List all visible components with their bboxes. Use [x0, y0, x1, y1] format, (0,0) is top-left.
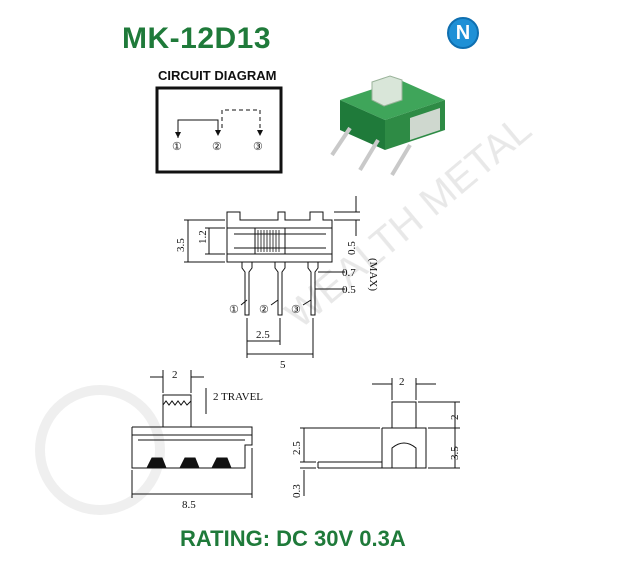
circuit-diagram-label: CIRCUIT DIAGRAM [158, 68, 277, 83]
top-view-dims: 3.5 1.2 0.5 (MAX) 0.7 0.5 2.5 5 ① ② ③ [175, 230, 379, 371]
dim-actuator-note: (MAX) [367, 258, 379, 291]
dim-height-total: 3.5 [175, 238, 187, 252]
top-view-drawing [184, 196, 360, 358]
dim-knob-height: 2 [449, 415, 461, 421]
dim-total-height: 3.5 [449, 446, 461, 460]
dim-pin-width: 0.7 [342, 267, 356, 279]
dim-knob-width: 2 [399, 376, 405, 388]
side-view-drawing [300, 378, 460, 496]
front-view-dims: 2 2 TRAVEL 8.5 [172, 369, 263, 511]
dim-actuator: 0.5 [346, 241, 358, 255]
product-photo [330, 75, 445, 177]
dim-span: 5 [280, 359, 286, 371]
dim-knob: 2 [172, 369, 178, 381]
dim-height-inner: 1.2 [197, 230, 209, 244]
top-pin-1: ① [229, 304, 239, 316]
dim-pin-thick: 0.5 [342, 284, 356, 296]
top-pin-3: ③ [291, 304, 301, 316]
brand-logo-icon: N [447, 17, 479, 49]
circuit-pin-3: ③ [253, 141, 263, 153]
product-title: MK-12D13 [122, 22, 272, 55]
side-view-dims: 2 2 2.5 3.5 0.3 [291, 376, 461, 498]
rating-text: RATING: DC 30V 0.3A [180, 526, 406, 551]
dim-body-height: 2.5 [291, 441, 303, 455]
front-view-drawing [131, 370, 253, 498]
dim-plate: 0.3 [291, 484, 303, 498]
top-pin-2: ② [259, 304, 269, 316]
dim-pitch: 2.5 [256, 329, 270, 341]
dim-body-width: 8.5 [182, 499, 196, 511]
circuit-pin-2: ② [212, 141, 222, 153]
circuit-diagram: ① ② ③ [155, 86, 283, 174]
circuit-pin-1: ① [172, 141, 182, 153]
dim-travel: 2 TRAVEL [213, 391, 263, 403]
watermark: WEALTH METAL [35, 107, 540, 515]
